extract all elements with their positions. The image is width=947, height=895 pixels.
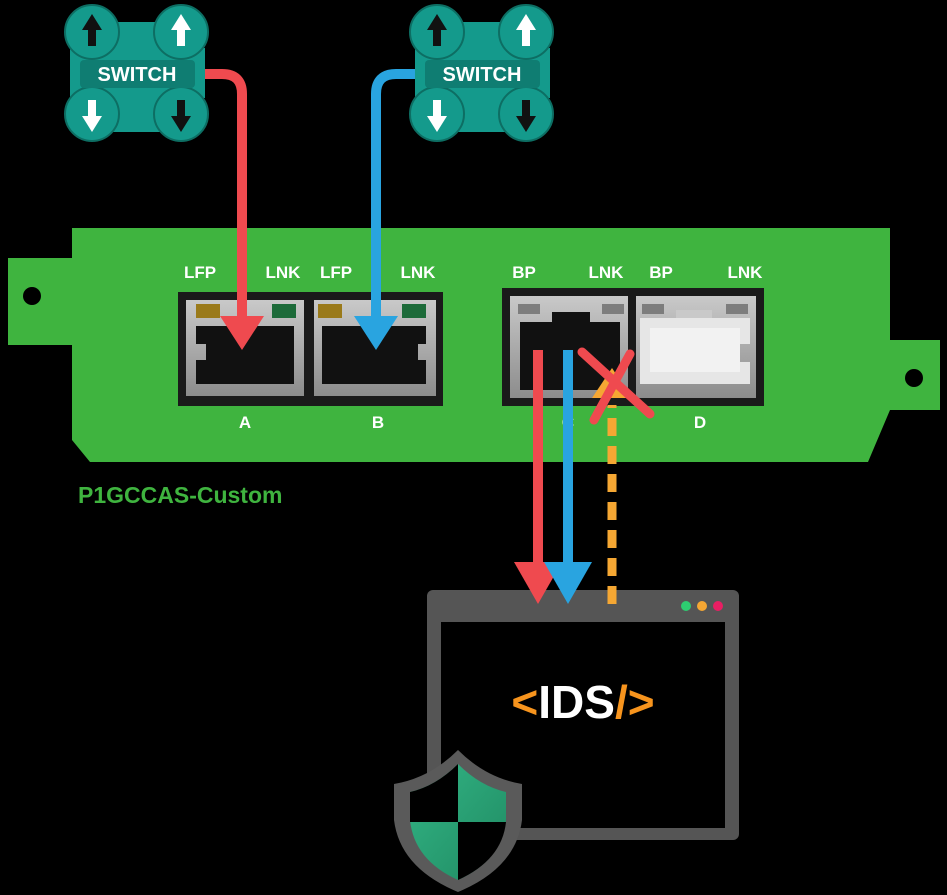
arrow-down-black-icon (516, 100, 536, 132)
switch-left-label: SWITCH (98, 64, 177, 86)
window-dot-green (681, 601, 691, 611)
port-d-clip (676, 310, 712, 318)
arrow-down-black-icon (171, 100, 191, 132)
port-a-jack (196, 326, 294, 384)
switch-right: SWITCH (409, 4, 554, 142)
arrow-down-white-icon (427, 100, 447, 132)
arrow-blue-head-ids (544, 562, 592, 604)
blocked-x-icon (577, 347, 655, 425)
led-label-lnk-d: LNK (728, 263, 764, 282)
card-product-name: P1GCCAS-Custom (78, 482, 282, 508)
card-mount-hole-left (23, 287, 41, 305)
ids-title: <IDS/> (511, 676, 654, 728)
port-b-jack (322, 326, 426, 384)
rj45-port-a (186, 300, 304, 396)
arrow-blue-to-port-b (371, 69, 415, 322)
card-pcb (8, 228, 940, 462)
switch-right-label: SWITCH (443, 64, 522, 86)
port-label-a: A (239, 413, 251, 432)
arrow-up-white-icon (516, 14, 536, 46)
window-dot-pink (713, 601, 723, 611)
flow-arrows (205, 69, 655, 604)
switch-left: SWITCH (64, 4, 209, 142)
led-label-lfp-a: LFP (184, 263, 216, 282)
arrow-down-white-icon (82, 100, 102, 132)
window-dot-orange (697, 601, 707, 611)
led-lnk-b (402, 304, 426, 318)
led-lfp-a (196, 304, 220, 318)
led-label-bp-c: BP (512, 263, 536, 282)
shield-quadrant-tl (410, 764, 458, 822)
arrow-blue-head-port-b (354, 316, 398, 350)
port-label-d: D (694, 413, 706, 432)
led-lnk-a (272, 304, 296, 318)
arrow-up-white-icon (171, 14, 191, 46)
shield-quadrant-br (458, 822, 506, 880)
ids-title-text: IDS (538, 676, 615, 728)
led-bp-d (642, 304, 664, 314)
rj45-port-d (636, 296, 756, 398)
arrow-red-to-port-a (205, 69, 247, 322)
network-card: LFP LNK LFP LNK BP LNK BP LNK (8, 228, 940, 462)
card-mount-hole-right (905, 369, 923, 387)
port-label-b: B (372, 413, 384, 432)
switch-right-label-bg (425, 60, 540, 88)
arrow-up-black-icon (82, 14, 102, 46)
arrow-up-black-icon (427, 14, 447, 46)
led-label-lnk-c: LNK (589, 263, 625, 282)
switch-left-label-bg (80, 60, 195, 88)
led-lnk-c (602, 304, 624, 314)
led-label-lnk-a: LNK (266, 263, 302, 282)
led-label-bp-d: BP (649, 263, 673, 282)
port-d-opening (650, 328, 740, 372)
security-shield-icon (394, 750, 522, 892)
led-lnk-d (726, 304, 748, 314)
ids-title-open: < (511, 676, 538, 728)
led-lfp-b (318, 304, 342, 318)
arrow-red-head-port-a (220, 316, 264, 350)
led-bp-c (518, 304, 540, 314)
led-label-lnk-b: LNK (401, 263, 437, 282)
ids-title-close: /> (615, 676, 655, 728)
led-label-lfp-b: LFP (320, 263, 352, 282)
